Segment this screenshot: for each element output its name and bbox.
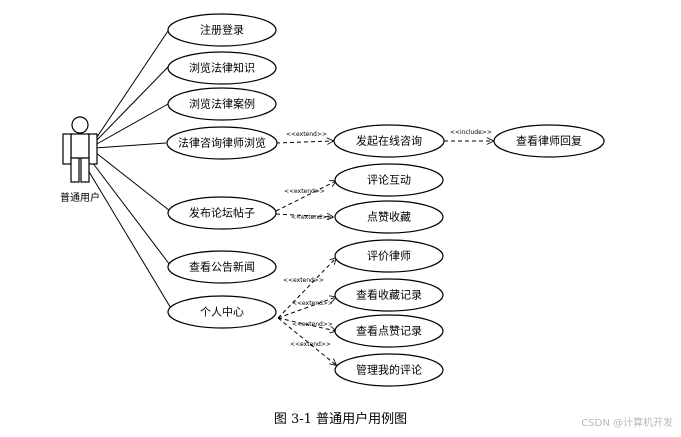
stereo-extend-favorites: <<extend>> xyxy=(292,300,333,307)
use-case-rate-lawyer-label: 评价律师 xyxy=(367,250,411,263)
use-case-view-favorites-label: 查看收藏记录 xyxy=(356,288,422,302)
use-case-view-news: 查看公告新闻 xyxy=(167,250,277,284)
use-case-view-favorites: 查看收藏记录 xyxy=(334,278,444,312)
use-case-like-favorite-label: 点赞收藏 xyxy=(367,210,411,224)
use-case-manage-comments-label: 管理我的评论 xyxy=(356,363,422,377)
stereo-extend-comments: <<extend>> xyxy=(290,341,331,348)
stereo-extend-consult: <<extend>> xyxy=(286,131,327,138)
stereotype-labels: <<extend>> <<include>> <<extend>> <<exte… xyxy=(283,129,492,348)
use-case-comment-interact-label: 评论互动 xyxy=(367,173,411,187)
use-case-personal-center-label: 个人中心 xyxy=(200,306,244,319)
actor-torso xyxy=(70,133,90,159)
use-case-browse-cases: 浏览法律案例 xyxy=(167,87,277,121)
use-case-comment-interact: 评论互动 xyxy=(334,163,444,197)
use-case-view-reply: 查看律师回复 xyxy=(493,124,605,158)
use-case-view-news-label: 查看公告新闻 xyxy=(189,260,255,274)
use-case-rate-lawyer: 评价律师 xyxy=(334,239,444,273)
stereo-extend-like: <<extend>> xyxy=(291,214,332,221)
use-case-register: 注册登录 xyxy=(167,13,277,47)
stereo-extend-rate: <<extend>> xyxy=(283,277,324,284)
use-case-browse-cases-label: 浏览法律案例 xyxy=(189,97,255,111)
use-case-consult-lawyers: 法律咨询律师浏览 xyxy=(166,126,278,160)
actor-left-arm xyxy=(62,133,72,165)
use-case-personal-center: 个人中心 xyxy=(167,295,277,329)
use-case-post-forum-label: 发布论坛帖子 xyxy=(189,206,255,220)
actor-left-leg xyxy=(70,157,80,183)
use-case-register-label: 注册登录 xyxy=(200,23,244,37)
actor-right-arm xyxy=(88,133,98,165)
use-case-manage-comments: 管理我的评论 xyxy=(334,353,444,387)
actor-user: 普通用户 xyxy=(60,116,100,204)
use-case-view-likes-label: 查看点赞记录 xyxy=(356,324,422,338)
stereo-extend-likes: <<extend>> xyxy=(292,321,333,328)
actor-label: 普通用户 xyxy=(60,191,100,204)
use-case-diagram: <<extend>> <<include>> <<extend>> <<exte… xyxy=(60,13,605,387)
use-case-view-likes: 查看点赞记录 xyxy=(334,314,444,348)
use-case-browse-knowledge-label: 浏览法律知识 xyxy=(189,61,255,75)
associations xyxy=(87,27,173,311)
actor-right-leg xyxy=(80,157,90,183)
stereo-extend-comment: <<extend>> xyxy=(284,188,325,195)
actor-head xyxy=(71,116,89,134)
use-case-consult-lawyers-label: 法律咨询律师浏览 xyxy=(178,136,266,150)
use-case-start-consult-label: 发起在线咨询 xyxy=(356,134,422,148)
use-case-like-favorite: 点赞收藏 xyxy=(334,200,444,234)
use-case-start-consult: 发起在线咨询 xyxy=(333,124,445,158)
use-case-view-reply-label: 查看律师回复 xyxy=(516,134,582,148)
figure-caption: 图 3-1 普通用户用例图 xyxy=(273,412,408,427)
dependencies xyxy=(275,141,493,365)
watermark: CSDN @计算机开发 xyxy=(581,418,673,429)
use-case-browse-knowledge: 浏览法律知识 xyxy=(167,51,277,85)
use-case-post-forum: 发布论坛帖子 xyxy=(167,196,277,230)
stereo-include-reply: <<include>> xyxy=(450,129,492,136)
